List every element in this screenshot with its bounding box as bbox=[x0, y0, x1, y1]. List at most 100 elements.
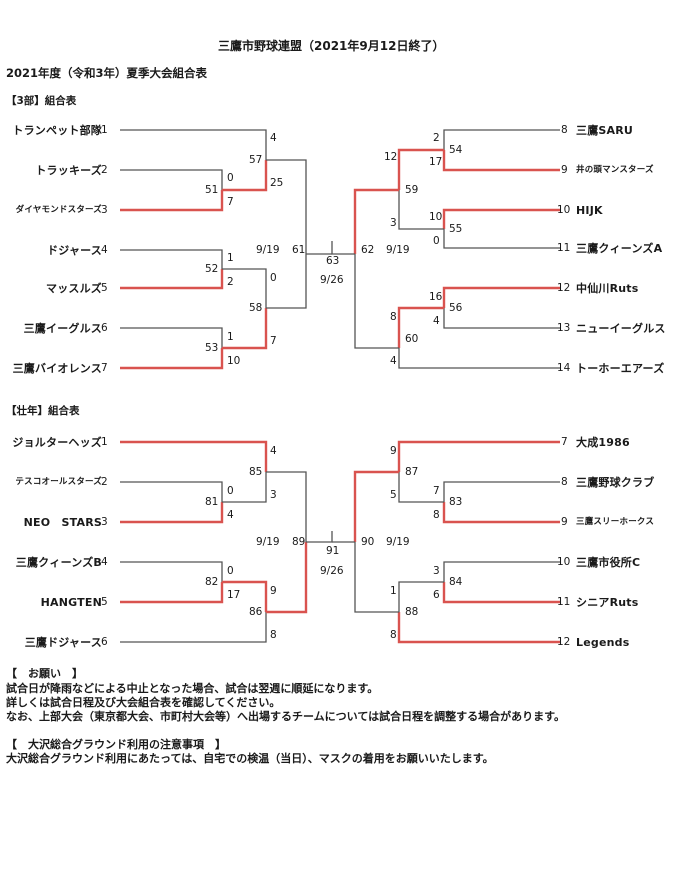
team-seed: 9 bbox=[561, 516, 568, 528]
score: 2 bbox=[433, 132, 440, 144]
score: 9 bbox=[270, 585, 277, 597]
bracket-line bbox=[120, 169, 223, 190]
game-number: 58 bbox=[249, 302, 263, 314]
score: 4 bbox=[433, 315, 440, 327]
round-date: 9/19 bbox=[256, 244, 280, 256]
team-seed: 7 bbox=[101, 362, 108, 374]
team-name: トランペット部隊 bbox=[12, 124, 102, 137]
score: 7 bbox=[433, 485, 440, 497]
score: 1 bbox=[227, 252, 234, 264]
game-number: 55 bbox=[449, 223, 463, 235]
score: 3 bbox=[270, 489, 277, 501]
round-date: 9/19 bbox=[256, 536, 280, 548]
bracket-line bbox=[120, 249, 223, 269]
team-name: 三鷹市役所C bbox=[576, 556, 641, 569]
game-number: 85 bbox=[249, 466, 263, 478]
score: 8 bbox=[390, 311, 397, 323]
team-seed: 4 bbox=[101, 244, 108, 256]
bracket-line bbox=[398, 348, 560, 369]
bracket-line-winner bbox=[222, 580, 268, 612]
team-name: 三鷹ドジャース bbox=[24, 636, 102, 649]
bracket-line-winner bbox=[222, 160, 268, 192]
bracket-line bbox=[398, 190, 444, 230]
score: 1 bbox=[390, 585, 397, 597]
notice-line: 試合日が降雨などによる中止となった場合、試合は翌週に順延になります。 bbox=[6, 682, 379, 695]
team-seed: 12 bbox=[557, 282, 571, 294]
final-date: 9/26 bbox=[320, 565, 344, 577]
game-number: 61 bbox=[292, 244, 306, 256]
team-seed: 5 bbox=[101, 282, 108, 294]
bracket-line bbox=[354, 254, 399, 349]
score: 17 bbox=[227, 589, 241, 601]
bracket-line-winner bbox=[442, 150, 560, 172]
team-seed: 2 bbox=[101, 164, 108, 176]
score: 16 bbox=[429, 291, 443, 303]
team-seed: 7 bbox=[561, 436, 568, 448]
score: 8 bbox=[270, 629, 277, 641]
team-seed: 12 bbox=[557, 636, 571, 648]
score: 4 bbox=[390, 355, 397, 367]
team-name: 三鷹バイオレンス bbox=[12, 362, 102, 375]
game-number: 88 bbox=[405, 606, 419, 618]
team-name: 三鷹SARU bbox=[576, 124, 634, 137]
team-name: 大成1986 bbox=[576, 436, 630, 449]
score: 4 bbox=[270, 132, 277, 144]
bracket-line bbox=[443, 308, 560, 329]
game-number: 82 bbox=[205, 576, 219, 588]
bracket-line-winner bbox=[266, 542, 308, 614]
bracket-line bbox=[266, 471, 307, 542]
team-seed: 1 bbox=[101, 436, 108, 448]
team-name: トラッキーズ bbox=[35, 164, 102, 177]
game-number: 59 bbox=[405, 184, 419, 196]
game-number: 90 bbox=[361, 536, 375, 548]
score: 7 bbox=[270, 335, 277, 347]
bracket-line-winner bbox=[397, 306, 444, 348]
game-number: 53 bbox=[205, 342, 219, 354]
team-seed: 13 bbox=[557, 322, 571, 334]
bracket-line-winner bbox=[442, 582, 560, 604]
bracket-line-winner bbox=[120, 190, 224, 212]
team-name: ニューイーグルス bbox=[576, 322, 666, 335]
bracket-line bbox=[222, 472, 267, 503]
team-name: マッスルズ bbox=[46, 282, 102, 295]
bracket-line bbox=[443, 481, 560, 502]
team-name: 三鷹クィーンズB bbox=[15, 556, 102, 569]
score: 0 bbox=[227, 172, 234, 184]
bracket-line-winner bbox=[442, 208, 560, 229]
team-seed: 11 bbox=[557, 242, 571, 254]
score: 8 bbox=[390, 629, 397, 641]
team-name: 三鷹イーグルス bbox=[23, 322, 102, 335]
team-seed: 14 bbox=[557, 362, 571, 374]
team-name: トーホーエアーズ bbox=[576, 362, 665, 375]
bracket-line-winner bbox=[353, 470, 399, 542]
team-seed: 3 bbox=[101, 516, 108, 528]
bracket-line-winner bbox=[397, 440, 560, 472]
score: 6 bbox=[433, 589, 440, 601]
bracket-line-winner bbox=[222, 308, 268, 350]
bracket-line-winner bbox=[120, 269, 224, 290]
round-date: 9/19 bbox=[386, 244, 410, 256]
score: 5 bbox=[390, 489, 397, 501]
team-name: 三鷹スリーホークス bbox=[576, 517, 655, 527]
game-number: 81 bbox=[205, 496, 219, 508]
score: 4 bbox=[227, 509, 234, 521]
page-subtitle: 2021年度（令和3年）夏季大会組合表 bbox=[6, 66, 208, 80]
team-seed: 10 bbox=[557, 204, 571, 216]
team-seed: 9 bbox=[561, 164, 568, 176]
game-number: 83 bbox=[449, 496, 463, 508]
bracket-line bbox=[398, 472, 444, 503]
bracket-line bbox=[120, 481, 223, 502]
bracket-line bbox=[120, 612, 267, 643]
score: 9 bbox=[390, 445, 397, 457]
score: 25 bbox=[270, 177, 284, 189]
team-seed: 5 bbox=[101, 596, 108, 608]
team-seed: 11 bbox=[557, 596, 571, 608]
score: 0 bbox=[227, 565, 234, 577]
section-senior-label: 【壮年】組合表 bbox=[6, 405, 80, 417]
team-name: 井の頭マンスターズ bbox=[576, 165, 654, 175]
bracket-line-winner bbox=[120, 582, 224, 604]
score: 1 bbox=[227, 331, 234, 343]
bracket-line-winner bbox=[353, 188, 399, 254]
bracket-line-winner bbox=[397, 612, 560, 644]
